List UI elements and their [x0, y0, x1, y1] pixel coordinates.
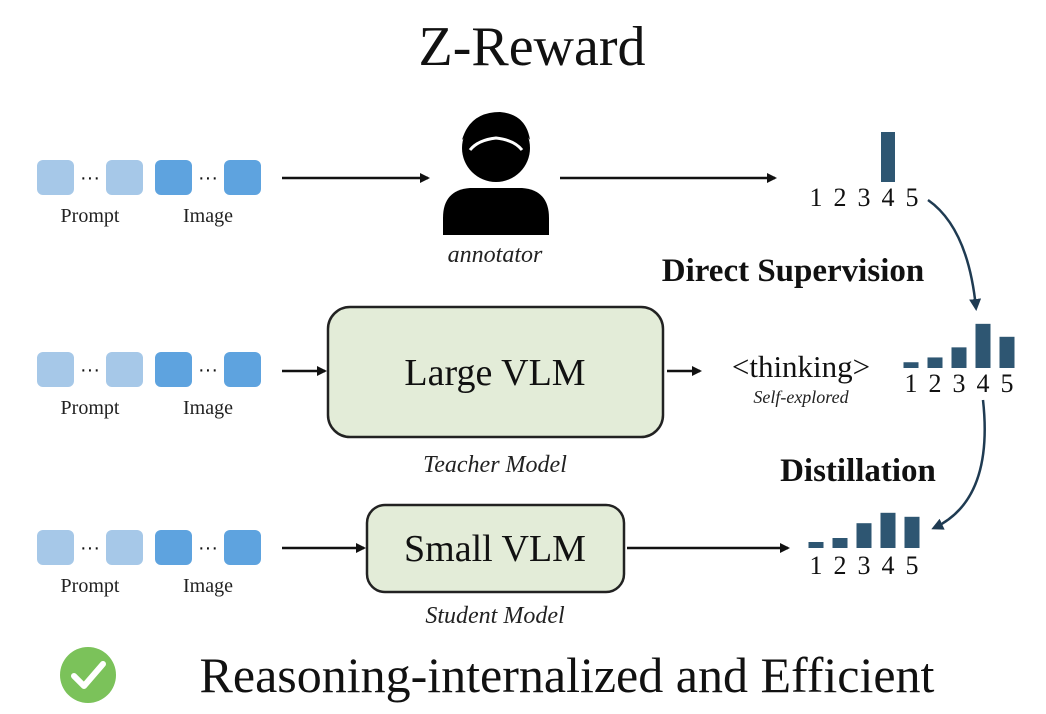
large-vlm-box	[326, 305, 665, 439]
score-label-3: 3	[858, 183, 871, 212]
image-token	[224, 352, 261, 387]
prompt-token-group: ··· Prompt	[37, 530, 143, 597]
score-label-3: 3	[858, 551, 871, 580]
image-token	[155, 530, 192, 565]
image-token	[155, 160, 192, 195]
score-label-4: 4	[882, 183, 895, 212]
annotator-label: annotator	[448, 242, 543, 268]
score-label-5: 5	[906, 183, 919, 212]
score-label-5: 5	[1001, 369, 1014, 398]
prompt-token	[106, 352, 143, 387]
prompt-token-group: ··· Prompt	[37, 352, 143, 419]
score-bar-4	[975, 323, 991, 368]
token-ellipsis: ···	[80, 359, 100, 381]
score-bar-4	[881, 132, 895, 182]
image-label: Image	[183, 575, 233, 597]
student-model-label: Student Model	[425, 603, 565, 629]
score-label-1: 1	[810, 551, 823, 580]
score-label-3: 3	[953, 369, 966, 398]
bottom-tagline: Reasoning-internalized and Efficient	[200, 647, 935, 703]
image-token	[155, 352, 192, 387]
distillation-arrow	[931, 399, 986, 530]
self-explored-label: Self-explored	[753, 387, 849, 407]
image-label: Image	[183, 205, 233, 227]
direct-supervision-arrow	[927, 198, 982, 311]
score-bar-5	[999, 336, 1015, 368]
score-bar-3	[856, 523, 872, 548]
score-label-1: 1	[905, 369, 918, 398]
prompt-token	[37, 530, 74, 565]
teacher-model-label: Teacher Model	[423, 452, 567, 478]
prompt-token	[106, 530, 143, 565]
row-teacher: ··· Prompt ··· Image Large VLM Teacher M…	[37, 305, 1015, 478]
diagram-title: Z-Reward	[418, 16, 645, 78]
score-bar-5	[904, 516, 920, 548]
image-token-group: ··· Image	[155, 530, 261, 597]
score-bar-4	[880, 512, 896, 548]
score-bar-2	[927, 357, 943, 368]
score-label-1: 1	[810, 183, 823, 212]
large-vlm-label: Large VLM	[404, 352, 585, 394]
prompt-token-group: ··· Prompt	[37, 160, 143, 227]
prompt-token	[37, 160, 74, 195]
row-student: ··· Prompt ··· Image Small VLM Student M…	[37, 503, 920, 629]
direct-supervision-label: Direct Supervision	[662, 253, 924, 289]
image-token	[224, 160, 261, 195]
check-circle-icon	[60, 647, 116, 703]
score-bar-3	[951, 347, 967, 368]
score-label-2: 2	[834, 551, 847, 580]
score-label-4: 4	[882, 551, 895, 580]
small-vlm-box	[365, 503, 626, 594]
score-bar-2	[832, 538, 848, 548]
prompt-label: Prompt	[61, 575, 120, 597]
score-bar-1	[903, 362, 919, 368]
score-label-2: 2	[929, 369, 942, 398]
token-ellipsis: ···	[198, 167, 218, 189]
score-label-4: 4	[977, 369, 990, 398]
distillation-label: Distillation	[780, 453, 936, 489]
token-ellipsis: ···	[80, 167, 100, 189]
image-token	[224, 530, 261, 565]
image-label: Image	[183, 397, 233, 419]
prompt-token	[106, 160, 143, 195]
image-token-group: ··· Image	[155, 160, 261, 227]
person-icon	[443, 112, 549, 235]
token-ellipsis: ···	[198, 359, 218, 381]
small-vlm-label: Small VLM	[404, 528, 586, 570]
score-label-5: 5	[906, 551, 919, 580]
image-token-group: ··· Image	[155, 352, 261, 419]
score-label-2: 2	[834, 183, 847, 212]
token-ellipsis: ···	[198, 537, 218, 559]
token-ellipsis: ···	[80, 537, 100, 559]
prompt-token	[37, 352, 74, 387]
prompt-label: Prompt	[61, 205, 120, 227]
score-bar-1	[808, 542, 824, 548]
thinking-label: <thinking>	[732, 349, 870, 384]
prompt-label: Prompt	[61, 397, 120, 419]
